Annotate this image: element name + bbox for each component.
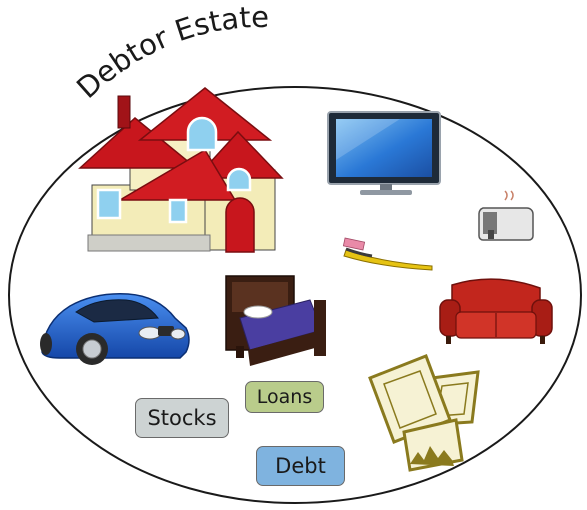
stocks-label: Stocks — [135, 398, 229, 438]
estate-title: Debtor Estate — [70, 0, 269, 105]
television-icon — [327, 111, 441, 195]
toothbrush-icon — [342, 237, 433, 271]
car-icon — [40, 293, 190, 365]
bed-icon — [225, 275, 326, 366]
loans-text: Loans — [256, 386, 313, 408]
picture-frames-icon — [368, 354, 480, 472]
debt-text: Debt — [275, 454, 326, 478]
house-icon — [78, 87, 284, 253]
estate-boundary — [8, 86, 582, 504]
sofa-icon — [439, 278, 553, 344]
debt-label: Debt — [256, 446, 345, 486]
loans-label: Loans — [245, 381, 324, 413]
toaster-icon — [478, 190, 534, 241]
stocks-text: Stocks — [147, 406, 217, 430]
